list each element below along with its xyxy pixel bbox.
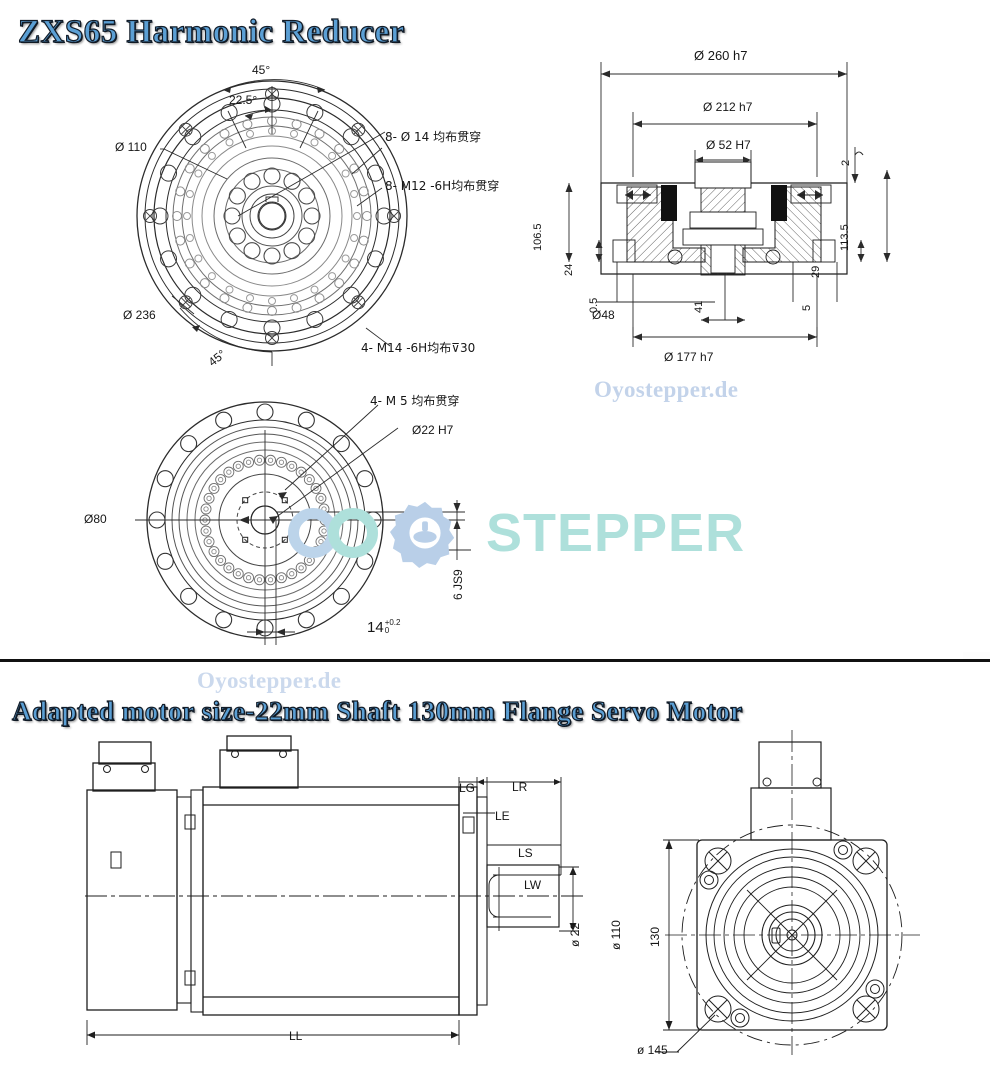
threads-8-m12: 8- M12 -6H均布贯穿 <box>385 179 500 193</box>
dia-260-h7: Ø 260 h7 <box>694 48 748 63</box>
lbl-ls: LS <box>518 846 533 860</box>
lbl-lr: LR <box>512 780 528 794</box>
harmonic-reducer-front-view <box>120 56 520 366</box>
key-6-js9: 6 JS9 <box>451 569 465 600</box>
watermark-oyostepper-top: Oyostepper.de <box>594 377 739 402</box>
page-title-harmonic-reducer: ZXS65 Harmonic Reducer <box>17 13 405 50</box>
lbl-lg: LG <box>459 781 476 795</box>
flange-130: 130 <box>648 926 662 947</box>
servo-motor-front-view <box>655 730 975 1060</box>
dia-110: Ø 110 <box>115 140 147 154</box>
dim-29: 29 <box>810 265 822 278</box>
section-divider <box>0 659 990 662</box>
dia-110: ø 110 <box>609 920 623 950</box>
watermark-oyostepper-middle: Oyostepper.de <box>197 668 342 693</box>
lbl-ll: LL <box>289 1029 303 1043</box>
dim-106-5: 106.5 <box>532 223 544 251</box>
dia-80: Ø80 <box>84 512 107 526</box>
angle-45-top: 45° <box>252 63 271 77</box>
divider-right-gap <box>963 652 990 659</box>
threads-4-m5: 4- M 5 均布贯穿 <box>370 394 460 408</box>
dia-177-h7: Ø 177 h7 <box>664 350 714 364</box>
servo-motor-side-view <box>85 735 605 1055</box>
dim-41: 41 <box>693 300 705 313</box>
dim-113-5: 113.5 <box>839 224 851 251</box>
dia-212-h7: Ø 212 h7 <box>703 100 753 114</box>
angle-22-5: 22.5° <box>229 93 258 107</box>
lbl-lw: LW <box>524 878 542 892</box>
threads-4-m14: 4- M14 -6H均布⊽30 <box>361 341 476 355</box>
page-title-servo-motor: Adapted motor size-22mm Shaft 130mm Flan… <box>11 695 743 726</box>
dia-52-h7: Ø 52 H7 <box>706 138 751 152</box>
lbl-le: LE <box>495 809 510 823</box>
holes-8-d14: 8- Ø 14 均布贯穿 <box>385 130 482 144</box>
bolt-dia-145: ø 145 <box>637 1043 668 1057</box>
dia-22-h7: Ø22 H7 <box>412 423 454 437</box>
dim-5: 5 <box>801 304 813 311</box>
harmonic-reducer-section-view <box>555 52 915 362</box>
dim-24: 24 <box>563 263 575 276</box>
tol-upper: +0.2 <box>384 618 401 627</box>
dia-236: Ø 236 <box>123 308 156 322</box>
harmonic-reducer-rear-view <box>135 400 495 650</box>
dia-48: Ø48 <box>592 308 615 322</box>
tol-lower: 0 <box>384 626 390 636</box>
dim-14-value: 14 <box>367 619 384 636</box>
dia-22: ø 22 <box>568 922 582 947</box>
dim-2: 2 <box>840 159 852 166</box>
watermark-logo-word: STEPPER <box>486 503 746 563</box>
